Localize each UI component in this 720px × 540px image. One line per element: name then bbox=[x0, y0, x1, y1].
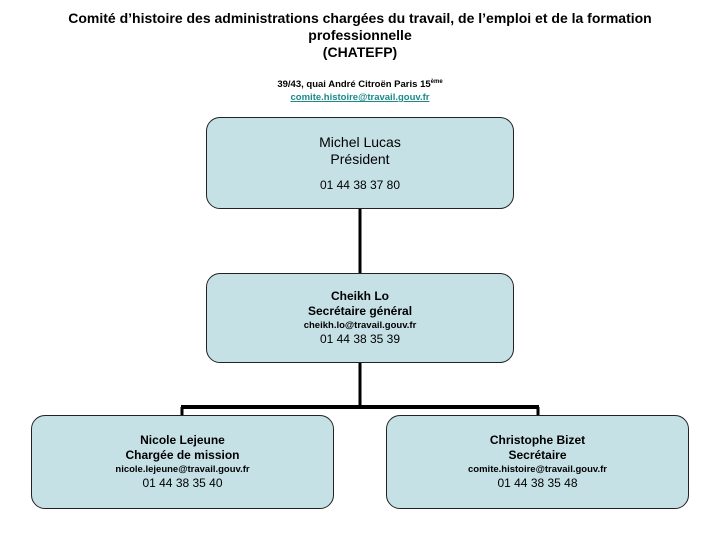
president-role: Président bbox=[330, 150, 390, 167]
address-line: 39/43, quai André Citroën Paris 15ème bbox=[160, 76, 560, 91]
secretaire-box: Christophe Bizet Secrétaire comite.histo… bbox=[386, 415, 689, 509]
charge-mission-box: Nicole Lejeune Chargée de mission nicole… bbox=[31, 415, 334, 509]
secretaire-general-name: Cheikh Lo bbox=[330, 289, 389, 303]
secretaire-phone: 01 44 38 35 48 bbox=[497, 476, 578, 490]
address-superscript: ème bbox=[430, 79, 443, 85]
secretaire-role: Secrétaire bbox=[508, 448, 567, 462]
secretaire-general-role: Secrétaire général bbox=[307, 304, 413, 318]
title-line-2: professionnelle bbox=[308, 27, 412, 43]
secretaire-general-phone: 01 44 38 35 39 bbox=[319, 332, 401, 346]
title-line-3: (CHATEFP) bbox=[322, 44, 398, 60]
secretaire-email: comite.histoire@travail.gouv.fr bbox=[468, 464, 607, 475]
secretaire-general-box: Cheikh Lo Secrétaire général cheikh.lo@t… bbox=[206, 273, 514, 363]
secretaire-name: Christophe Bizet bbox=[489, 433, 586, 447]
charge-mission-name: Nicole Lejeune bbox=[140, 433, 225, 447]
president-box: Michel Lucas Président 01 44 38 37 80 bbox=[206, 117, 514, 209]
address-block: 39/43, quai André Citroën Paris 15ème co… bbox=[160, 76, 560, 104]
president-phone: 01 44 38 37 80 bbox=[319, 177, 401, 192]
page-title: Comité d’histoire des administrations ch… bbox=[40, 10, 680, 61]
secretaire-general-email: cheikh.lo@travail.gouv.fr bbox=[303, 320, 417, 331]
title-line-1: Comité d’histoire des administrations ch… bbox=[68, 10, 652, 26]
president-name: Michel Lucas bbox=[319, 133, 401, 150]
charge-mission-role: Chargée de mission bbox=[125, 448, 240, 462]
contact-email-link[interactable]: comite.histoire@travail.gouv.fr bbox=[290, 92, 430, 104]
charge-mission-phone: 01 44 38 35 40 bbox=[142, 476, 223, 490]
address-text: 39/43, quai André Citroën Paris 15 bbox=[277, 79, 431, 91]
charge-mission-email: nicole.lejeune@travail.gouv.fr bbox=[115, 464, 250, 475]
